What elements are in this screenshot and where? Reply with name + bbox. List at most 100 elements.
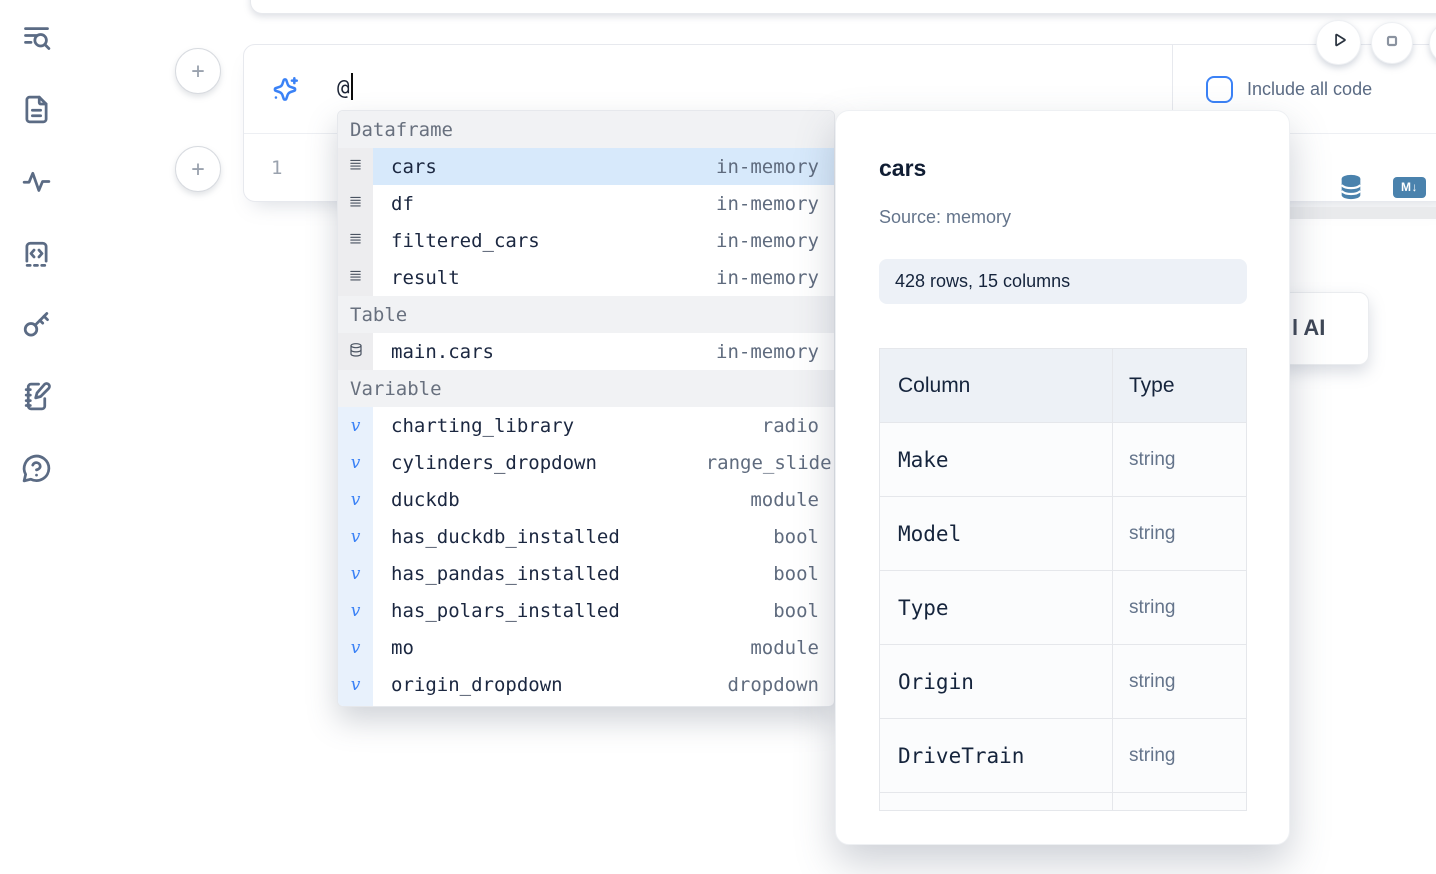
item-gutter: v xyxy=(338,666,373,703)
column-cell: Origin xyxy=(880,645,1113,718)
item-type: bool xyxy=(773,525,819,548)
dataframe-icon xyxy=(348,194,363,213)
item-gutter: v xyxy=(338,629,373,666)
item-gutter: v xyxy=(338,481,373,518)
autocomplete-section-header: Table xyxy=(338,296,834,333)
column-type: string xyxy=(1129,448,1176,470)
file-text-icon xyxy=(20,93,53,131)
notebook-pen-icon xyxy=(20,380,53,418)
column-type: string xyxy=(1129,670,1176,692)
stop-button[interactable] xyxy=(1371,22,1413,64)
item-gutter xyxy=(338,222,373,259)
type-cell: string xyxy=(1113,423,1246,496)
run-cell-button[interactable] xyxy=(1316,20,1361,65)
key-icon xyxy=(20,308,53,346)
item-gutter: v xyxy=(338,444,373,481)
column-type: string xyxy=(1129,522,1176,544)
ai-action-card[interactable]: l AI xyxy=(1280,292,1369,365)
markdown-icon[interactable]: M↓ xyxy=(1393,177,1426,198)
autocomplete-item[interactable]: vpandasmodule xyxy=(338,703,834,706)
item-type: bool xyxy=(773,599,819,622)
sidebar-item-notebook-pen[interactable] xyxy=(18,381,54,417)
type-cell: string xyxy=(1113,645,1246,718)
activity-icon xyxy=(20,165,53,203)
code-snippets-icon xyxy=(20,237,53,275)
item-gutter: v xyxy=(338,407,373,444)
schema-table-row: Origin string xyxy=(880,645,1246,719)
item-type: in-memory xyxy=(716,192,819,215)
sidebar-item-file-text[interactable] xyxy=(18,94,54,130)
item-type: radio xyxy=(761,414,819,437)
column-cell: DriveTrain xyxy=(880,719,1113,792)
divider xyxy=(1172,45,1173,133)
previous-cell-edge xyxy=(250,0,1436,14)
database-icon[interactable] xyxy=(1337,172,1365,202)
stop-icon xyxy=(1379,28,1405,59)
column-name: Origin xyxy=(898,669,974,694)
item-gutter xyxy=(338,185,373,222)
schema-table-row xyxy=(880,793,1246,810)
dataframe-preview-panel: cars Source: memory 428 rows, 15 columns… xyxy=(835,110,1290,845)
add-cell-button-bottom[interactable]: + xyxy=(175,146,221,192)
variable-icon: v xyxy=(350,600,361,621)
type-cell: string xyxy=(1113,497,1246,570)
item-type: bool xyxy=(773,562,819,585)
item-name: filtered_cars xyxy=(391,229,540,252)
sidebar-item-key[interactable] xyxy=(18,309,54,345)
include-all-code-checkbox[interactable] xyxy=(1206,76,1233,103)
ai-prompt-input[interactable]: @ xyxy=(337,73,353,102)
item-gutter: v xyxy=(338,592,373,629)
type-cell: string xyxy=(1113,719,1246,792)
item-name: cars xyxy=(391,155,437,178)
item-name: duckdb xyxy=(391,488,460,511)
autocomplete-section-header: Variable xyxy=(338,370,834,407)
table-icon xyxy=(348,342,364,362)
include-all-code-control: Include all code xyxy=(1206,76,1372,103)
item-content: pandasmodule xyxy=(373,703,834,706)
sidebar-item-help-chat[interactable] xyxy=(18,453,54,489)
column-type: string xyxy=(1129,596,1176,618)
item-name: cylinders_dropdown xyxy=(391,451,597,474)
variable-icon: v xyxy=(350,674,361,695)
add-cell-button-top[interactable]: + xyxy=(175,48,221,94)
variable-icon: v xyxy=(350,637,361,658)
schema-table-row: DriveTrain string xyxy=(880,719,1246,793)
sidebar-item-activity[interactable] xyxy=(18,166,54,202)
sidebar-item-code-snippets[interactable] xyxy=(18,238,54,274)
column-name: DriveTrain xyxy=(898,743,1025,768)
item-type: in-memory xyxy=(716,340,819,363)
dataframe-icon xyxy=(348,268,363,287)
variable-icon: v xyxy=(350,563,361,584)
list-search-icon xyxy=(20,21,53,59)
item-type: module xyxy=(750,488,819,511)
preview-source: Source: memory xyxy=(879,207,1012,227)
column-name: Model xyxy=(898,521,962,546)
column-cell xyxy=(880,793,1113,810)
sparkles-icon xyxy=(269,74,301,106)
item-type: dropdown xyxy=(727,673,819,696)
autocomplete-item[interactable]: v cylinders_dropdown range_slider xyxy=(338,444,834,481)
item-type: range_slider xyxy=(705,451,835,474)
sidebar-item-list-search[interactable] xyxy=(18,22,54,58)
help-chat-icon xyxy=(20,452,53,490)
item-gutter xyxy=(338,148,373,185)
